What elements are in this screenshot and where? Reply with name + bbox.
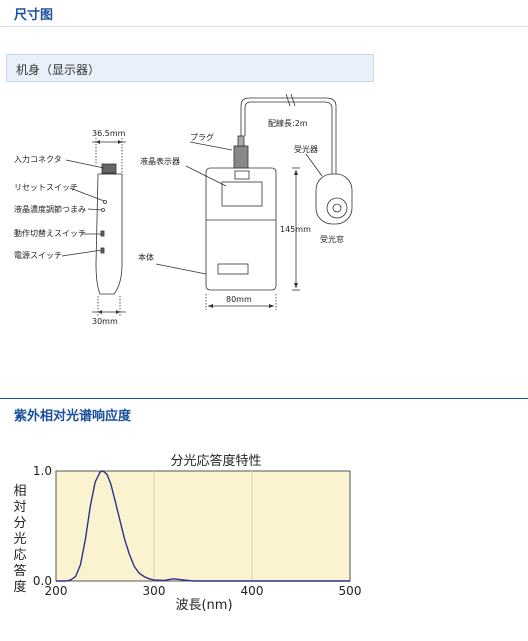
y-label-char: 分 bbox=[13, 516, 26, 531]
callout-sensor: 受光器 bbox=[294, 144, 318, 154]
body-display-bar: 机身（显示器） bbox=[6, 54, 374, 82]
y-label-char: 応 bbox=[13, 548, 26, 563]
callout-lcd-knob: 液晶濃度調節つまみ bbox=[14, 204, 86, 214]
x-tick-labels: 200 300 400 500 bbox=[45, 584, 362, 598]
title-divider bbox=[0, 26, 528, 27]
callout-body: 本体 bbox=[138, 252, 154, 262]
front-label-plate bbox=[217, 263, 249, 275]
y-tick-labels: 0.0 1.0 bbox=[33, 464, 52, 588]
dimensions-title: 尺寸图 bbox=[14, 8, 54, 23]
y-label-char: 答 bbox=[13, 563, 26, 579]
body-display-label: 机身（显示器） bbox=[16, 63, 101, 77]
sensor-window-icon bbox=[332, 203, 342, 213]
callout-input-connector: 入力コネクタ bbox=[14, 154, 62, 164]
width-top-label: 36.5mm bbox=[92, 129, 126, 138]
callout-power-switch: 電源スイッチ bbox=[14, 251, 62, 260]
side-view-body bbox=[95, 173, 123, 295]
spectral-title: 紫外相对光谱响应度 bbox=[14, 409, 132, 424]
chart-title: 分光応答度特性 bbox=[170, 453, 261, 469]
front-width-label: 80mm bbox=[226, 295, 252, 304]
y-label-char: 対 bbox=[13, 500, 26, 515]
side-view-connector bbox=[101, 163, 117, 175]
x-tick-label: 400 bbox=[241, 584, 264, 598]
cable bbox=[240, 97, 337, 176]
callout-reset-switch: リセットスイッチ bbox=[14, 183, 78, 192]
series-group bbox=[56, 470, 350, 582]
y-tick-label: 0.0 bbox=[33, 574, 52, 588]
y-tick-label: 1.0 bbox=[33, 464, 52, 478]
dimension-diagram: 36.5mm 30mm 入力コネクタ リセットスイッチ 液晶濃度調節つまみ 動作… bbox=[14, 93, 353, 326]
sensor-head bbox=[315, 173, 353, 225]
lcd-window bbox=[221, 181, 263, 207]
x-tick-label: 200 bbox=[45, 584, 68, 598]
cable-length-label: 配線長:2m bbox=[268, 118, 308, 128]
x-tick-label: 500 bbox=[339, 584, 362, 598]
plot-area bbox=[55, 470, 351, 582]
plug bbox=[233, 145, 249, 169]
grid-lines bbox=[153, 471, 253, 581]
section-divider bbox=[0, 398, 528, 399]
callout-plug: プラグ bbox=[190, 132, 214, 142]
width-bottom-label: 30mm bbox=[92, 317, 118, 326]
callout-lcd: 液晶表示器 bbox=[140, 156, 180, 166]
y-label-char: 相 bbox=[13, 484, 26, 499]
callout-sensor-window: 受光窓 bbox=[320, 234, 344, 244]
chart-x-label: 波長(nm) bbox=[175, 598, 232, 613]
x-tick-label: 300 bbox=[143, 584, 166, 598]
series-line bbox=[56, 470, 350, 582]
height-label: 145mm bbox=[280, 225, 311, 234]
y-label-char: 光 bbox=[13, 532, 26, 547]
callout-mode-switch: 動作切替えスイッチ bbox=[14, 228, 86, 238]
y-label-char: 度 bbox=[13, 579, 26, 595]
